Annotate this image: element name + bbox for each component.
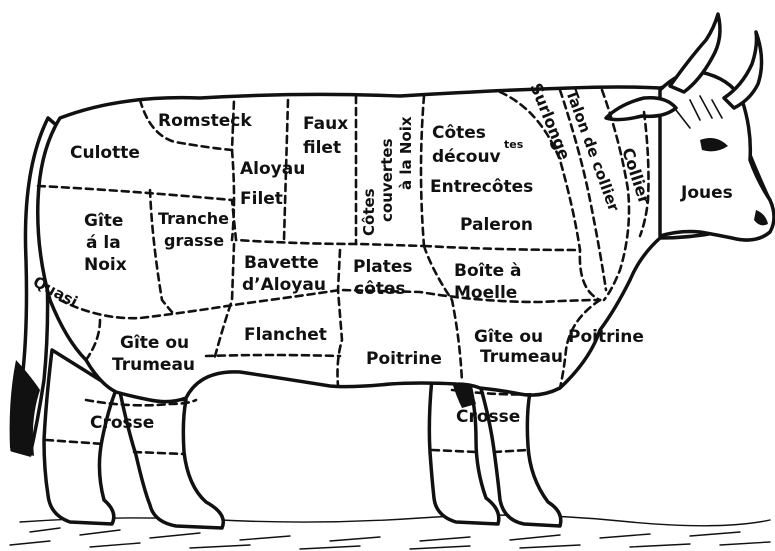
- label-gite-trumeau-front-line1: Gîte ou: [474, 327, 543, 347]
- label-gite-trumeau-rear-line1: Gîte ou: [120, 333, 189, 353]
- label-cotes-decouvertes-sup: tes: [504, 138, 524, 151]
- label-cotes-couvertes-line3: à la Noix: [397, 116, 415, 190]
- label-gite-noix-line1: Gîte: [84, 211, 123, 231]
- label-romsteck: Romsteck: [158, 111, 252, 131]
- label-gite-trumeau-rear-line2: Trumeau: [112, 355, 195, 375]
- label-cotes-decouvertes-line2: découv: [432, 147, 501, 167]
- label-filet: Filet: [240, 189, 283, 209]
- label-cotes-decouvertes-line1: Côtes: [432, 123, 486, 143]
- label-entrecotes: Entrecôtes: [430, 177, 533, 197]
- label-tranche-grasse-line1: Tranche: [158, 209, 229, 228]
- label-gite-noix-line3: Noix: [84, 255, 127, 275]
- label-bavette-line2: d’Aloyau: [242, 275, 326, 295]
- label-poitrine-front: Poitrine: [568, 327, 644, 347]
- label-poitrine-belly: Poitrine: [366, 349, 442, 369]
- label-boite-moelle-line1: Boîte à: [454, 261, 522, 281]
- label-cotes-couvertes-line1: Côtes: [360, 188, 378, 236]
- label-crosse-front: Crosse: [456, 407, 520, 427]
- label-faux-filet-line1: Faux: [303, 114, 348, 134]
- label-aloyau: Aloyau: [240, 159, 305, 179]
- label-crosse-rear: Crosse: [90, 413, 154, 433]
- label-paleron: Paleron: [460, 215, 533, 235]
- label-boite-moelle-line2: Moelle: [454, 283, 517, 303]
- label-plates-cotes-line2: côtes: [354, 279, 406, 299]
- label-plates-cotes-line1: Plates: [353, 257, 413, 277]
- ground-hatching: [10, 515, 770, 549]
- label-cotes-couvertes-line2: couvertes: [378, 138, 396, 222]
- label-flanchet: Flanchet: [244, 325, 327, 345]
- label-gite-trumeau-front-line2: Trumeau: [480, 347, 563, 367]
- label-tranche-grasse-line2: grasse: [164, 231, 224, 250]
- label-faux-filet-line2: filet: [303, 138, 341, 158]
- label-culotte: Culotte: [70, 143, 140, 163]
- label-gite-noix-line2: á la: [86, 233, 121, 253]
- label-bavette-line1: Bavette: [244, 253, 319, 273]
- label-joues: Joues: [680, 183, 733, 203]
